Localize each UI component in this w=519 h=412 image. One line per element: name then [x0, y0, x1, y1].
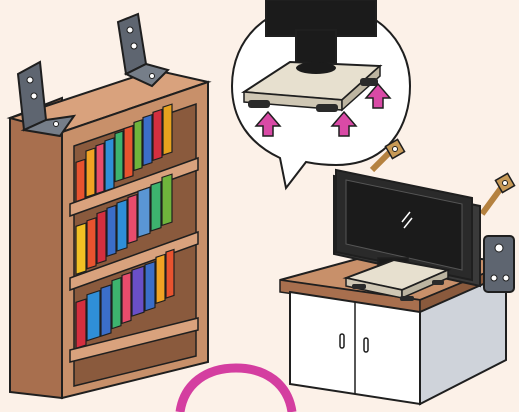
anti-slip-mat — [360, 78, 378, 86]
strap-bracket-icon — [484, 236, 514, 292]
anti-slip-mat — [248, 100, 270, 108]
television — [334, 139, 515, 301]
strap-bracket-icon — [482, 173, 515, 214]
bookshelf — [10, 14, 208, 398]
l-bracket-icon — [118, 14, 168, 86]
ok-circle-mark — [180, 368, 292, 412]
anti-slip-mat — [432, 280, 444, 285]
bookshelf-side-panel — [10, 98, 62, 398]
anti-slip-mat — [352, 284, 366, 289]
anti-slip-mat — [400, 296, 414, 301]
anti-slip-mat — [316, 104, 338, 112]
